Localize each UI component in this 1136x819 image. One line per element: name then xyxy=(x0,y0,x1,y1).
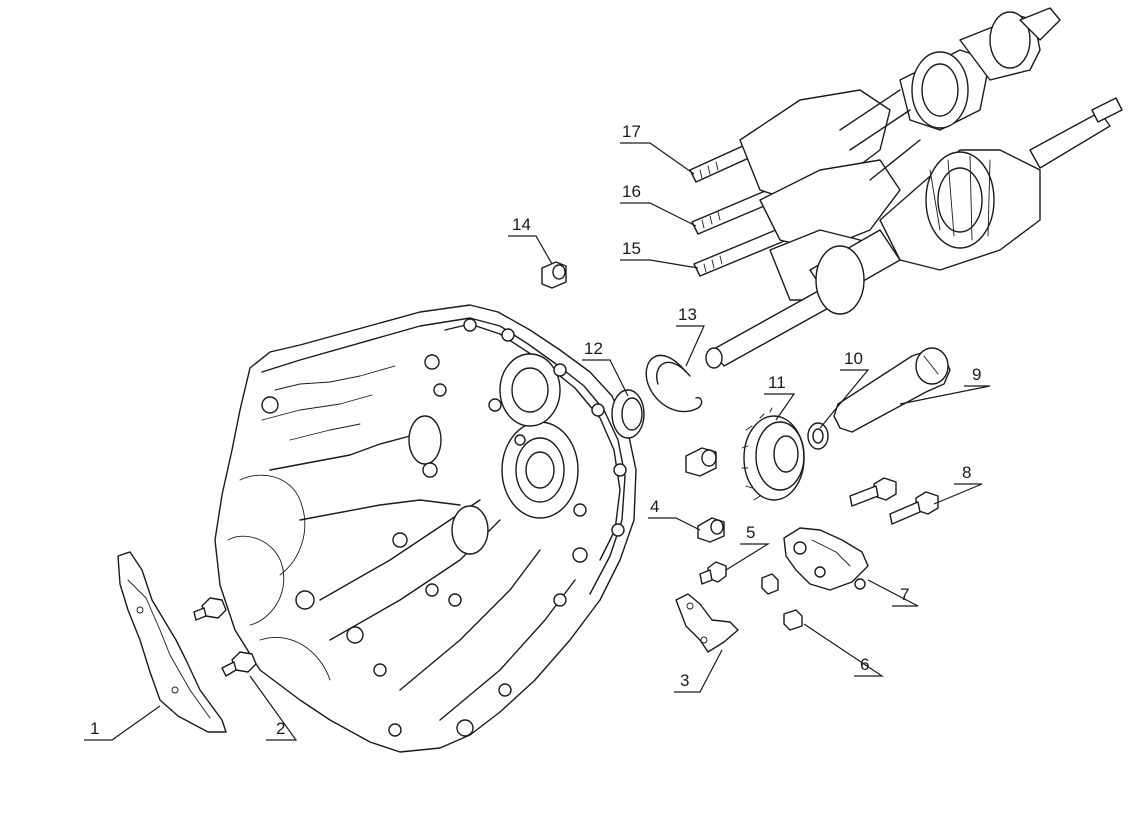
callout-15: 15 xyxy=(622,239,641,258)
gear-shaft-assembly xyxy=(689,7,1123,369)
callout-14: 14 xyxy=(512,215,531,234)
part-12-seal xyxy=(611,389,645,439)
part-14-bushing xyxy=(541,261,567,289)
callout-13: 13 xyxy=(678,305,697,324)
callout-labels: 1 2 3 4 5 6 7 8 9 10 11 12 13 14 15 16 1… xyxy=(90,122,981,738)
callout-11: 11 xyxy=(768,373,786,392)
part-9-shaft xyxy=(833,347,951,433)
callout-2: 2 xyxy=(276,719,285,738)
part-10-washer xyxy=(807,422,829,450)
part-3-bracket xyxy=(675,593,739,653)
callout-3: 3 xyxy=(680,671,689,690)
callout-4: 4 xyxy=(650,497,659,516)
callout-7: 7 xyxy=(900,585,909,604)
part-7-lever-bracket xyxy=(783,527,869,591)
part-13-snap-ring xyxy=(645,354,703,413)
callout-5: 5 xyxy=(746,523,755,542)
part-4-bushing xyxy=(685,447,725,543)
callout-1: 1 xyxy=(90,719,99,738)
transmission-housing xyxy=(214,304,637,753)
part-8-bolts xyxy=(849,477,939,525)
callout-16: 16 xyxy=(622,182,641,201)
part-11-gear xyxy=(741,407,805,501)
callout-6: 6 xyxy=(860,655,869,674)
part-2-bolts xyxy=(193,597,257,677)
part-5-bolt xyxy=(699,561,727,585)
callout-17: 17 xyxy=(622,122,641,141)
part-6-pins xyxy=(761,573,803,631)
leader-lines xyxy=(84,142,991,741)
callout-10: 10 xyxy=(844,349,863,368)
callout-12: 12 xyxy=(584,339,603,358)
callout-9: 9 xyxy=(972,365,981,384)
callout-8: 8 xyxy=(962,463,971,482)
part-1-shield xyxy=(117,551,227,733)
